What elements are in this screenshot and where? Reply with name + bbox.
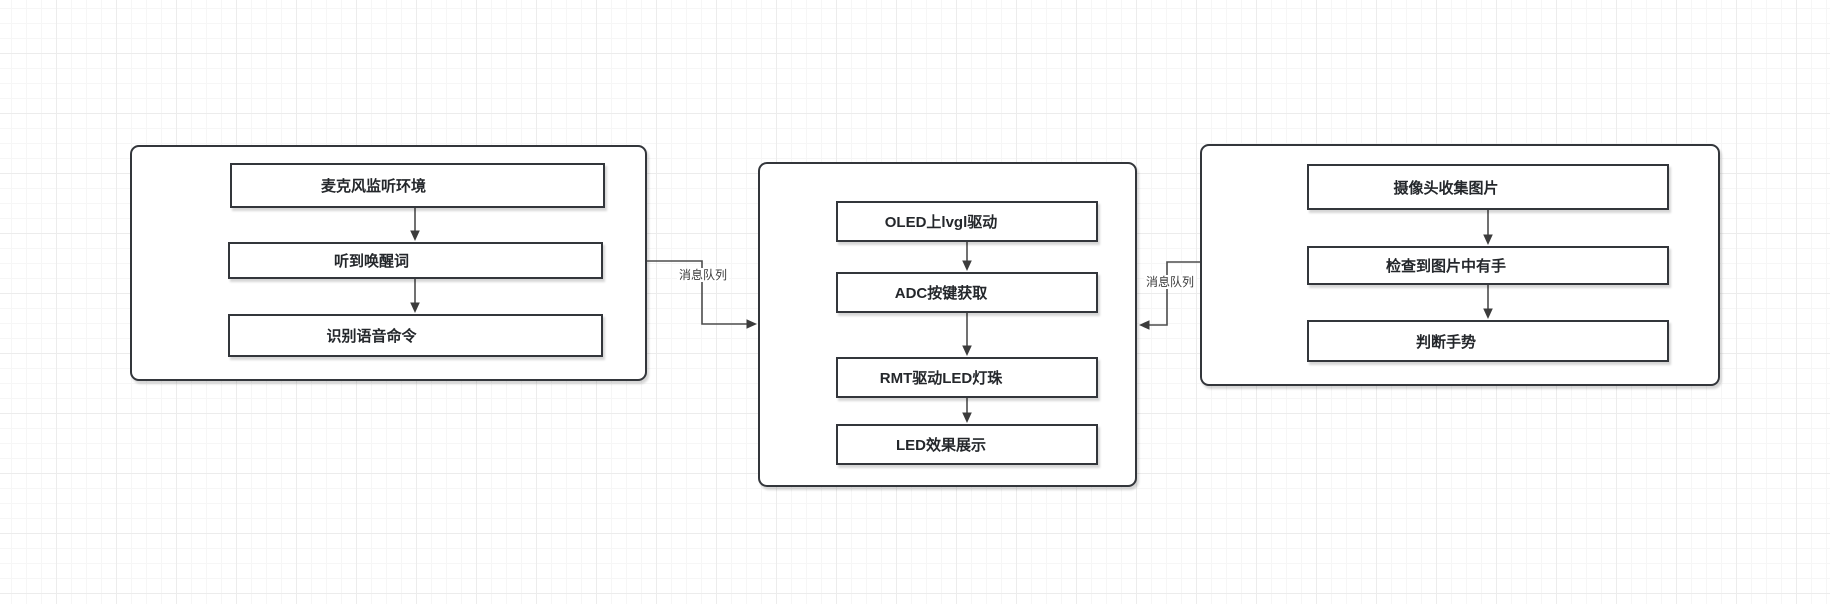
node-mic-monitor[interactable]: 麦克风监听环境 (230, 163, 605, 208)
arrow-camera-to-detect[interactable] (1483, 210, 1493, 245)
arrow-detect-to-gesture[interactable] (1483, 285, 1493, 319)
arrow-oled-to-adc[interactable] (962, 242, 972, 271)
node-adc-key[interactable]: ADC按键获取 (836, 272, 1098, 313)
connector-vision-to-control[interactable] (1139, 261, 1200, 330)
node-label: 听到唤醒词 (333, 253, 409, 270)
node-label: RMT驱动LED灯珠 (879, 370, 1003, 387)
node-label: 判断手势 (1415, 333, 1476, 351)
connector-voice-to-control[interactable] (647, 260, 757, 329)
node-label: 检查到图片中有手 (1385, 258, 1506, 275)
message-queue-label[interactable]: 消息队列 (676, 268, 730, 282)
arrow-adc-to-rmt[interactable] (962, 313, 972, 356)
node-label: OLED上lvgl驱动 (884, 214, 998, 231)
node-led-effect[interactable]: LED效果展示 (836, 424, 1098, 465)
node-voice-command[interactable]: 识别语音命令 (228, 314, 603, 357)
node-label: 识别语音命令 (326, 328, 417, 345)
node-rmt-led[interactable]: RMT驱动LED灯珠 (836, 357, 1098, 398)
node-label: LED效果展示 (895, 437, 986, 454)
node-label: 麦克风监听环境 (320, 178, 426, 195)
node-camera-capture[interactable]: 摄像头收集图片 (1307, 164, 1669, 210)
arrow-mic-to-wakeword[interactable] (410, 208, 420, 241)
node-oled-lvgl[interactable]: OLED上lvgl驱动 (836, 201, 1098, 242)
node-wake-word[interactable]: 听到唤醒词 (228, 242, 603, 279)
message-queue-label[interactable]: 消息队列 (1143, 275, 1197, 289)
node-gesture-judge[interactable]: 判断手势 (1307, 320, 1669, 362)
node-label: 摄像头收集图片 (1393, 179, 1499, 197)
arrow-rmt-to-led[interactable] (962, 398, 972, 423)
node-hand-detect[interactable]: 检查到图片中有手 (1307, 246, 1669, 285)
arrow-wakeword-to-command[interactable] (410, 279, 420, 313)
node-label: ADC按键获取 (894, 285, 988, 302)
